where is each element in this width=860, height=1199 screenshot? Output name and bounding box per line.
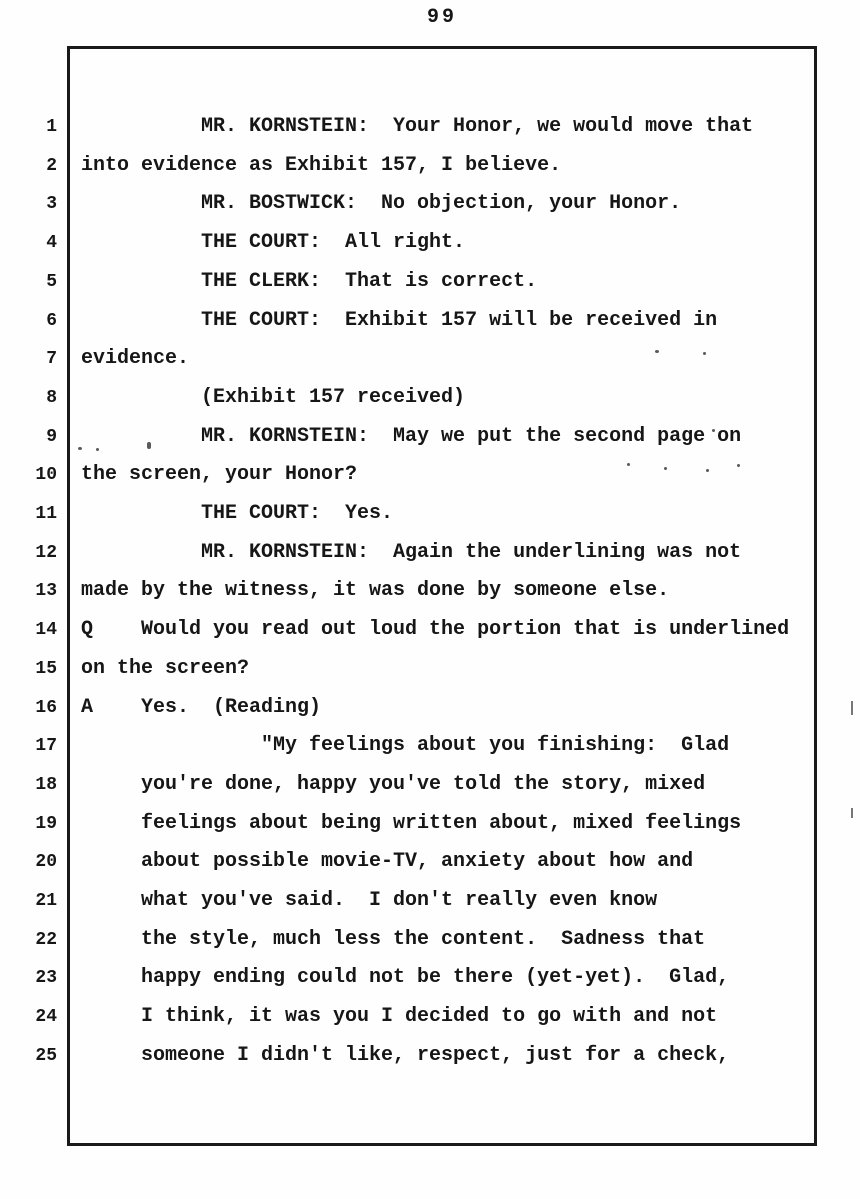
line-number: 18 — [35, 774, 57, 795]
photocopy-artifact — [703, 352, 706, 355]
photocopy-artifact — [851, 701, 853, 715]
photocopy-artifact — [664, 467, 667, 470]
line-number: 21 — [35, 891, 57, 912]
transcript-line: on the screen? — [81, 656, 250, 680]
transcript-line: the style, much less the content. Sadnes… — [81, 927, 706, 951]
transcript-line: what you've said. I don't really even kn… — [81, 889, 658, 913]
transcript-line: MR. BOSTWICK: No objection, your Honor. — [81, 192, 682, 216]
line-number: 17 — [35, 736, 57, 757]
transcript-line: (Exhibit 157 received) — [81, 385, 466, 409]
line-number: 4 — [46, 233, 57, 254]
photocopy-artifact — [851, 808, 853, 818]
photocopy-artifact — [627, 463, 630, 466]
photocopy-artifact — [78, 447, 82, 450]
transcript-line: made by the witness, it was done by some… — [81, 579, 670, 603]
photocopy-artifact — [706, 469, 709, 472]
line-number: 20 — [35, 852, 57, 873]
transcript-line: the screen, your Honor? — [81, 463, 358, 487]
transcript-line: you're done, happy you've told the story… — [81, 772, 706, 796]
line-number: 3 — [46, 194, 57, 215]
line-number: 11 — [35, 504, 57, 525]
transcript-line: MR. KORNSTEIN: May we put the second pag… — [81, 424, 742, 448]
transcript-line: MR. KORNSTEIN: Your Honor, we would move… — [81, 115, 754, 138]
transcript-line: THE COURT: Yes. — [81, 502, 394, 526]
transcript-border-box — [67, 46, 817, 1146]
line-number: 8 — [46, 387, 57, 408]
transcript-line: happy ending could not be there (yet-yet… — [81, 966, 730, 990]
line-number: 19 — [35, 813, 57, 834]
line-number: 16 — [35, 697, 57, 718]
line-number: 12 — [35, 542, 57, 563]
transcript-line: Q Would you read out loud the portion th… — [81, 618, 790, 642]
transcript-line: feelings about being written about, mixe… — [81, 811, 742, 835]
line-number: 25 — [35, 1045, 57, 1066]
line-number: 10 — [35, 465, 57, 486]
photocopy-artifact — [96, 448, 99, 451]
line-number: 13 — [35, 581, 57, 602]
photocopy-artifact — [712, 429, 715, 432]
transcript-line: someone I didn't like, respect, just for… — [81, 1043, 730, 1067]
line-number: 7 — [46, 349, 57, 370]
transcript-line: evidence. — [81, 347, 190, 371]
line-number: 6 — [46, 310, 57, 331]
line-number: 5 — [46, 271, 57, 292]
photocopy-artifact — [655, 350, 659, 353]
line-number: 22 — [35, 929, 57, 950]
transcript-line: MR. KORNSTEIN: Again the underlining was… — [81, 540, 742, 564]
line-number: 1 — [46, 117, 57, 137]
transcript-line: "My feelings about you finishing: Glad — [81, 734, 730, 758]
transcript-line: THE COURT: Exhibit 157 will be received … — [81, 308, 718, 332]
transcript-line: THE CLERK: That is correct. — [81, 269, 538, 293]
line-number: 9 — [46, 426, 57, 447]
line-number: 15 — [35, 658, 57, 679]
line-number: 14 — [35, 620, 57, 641]
photocopy-artifact — [737, 464, 740, 467]
transcript-text-column: MR. KORNSTEIN: Your Honor, we would move… — [81, 108, 811, 1076]
page-number: 99 — [426, 6, 457, 29]
line-number: 2 — [46, 155, 57, 176]
transcript-line: THE COURT: All right. — [81, 231, 466, 255]
transcript-line: about possible movie-TV, anxiety about h… — [81, 850, 694, 874]
transcript-line: I think, it was you I decided to go with… — [81, 1005, 718, 1029]
transcript-line: A Yes. (Reading) — [81, 695, 322, 719]
photocopy-artifact — [147, 442, 151, 449]
line-number: 24 — [35, 1007, 57, 1028]
transcript-line: into evidence as Exhibit 157, I believe. — [81, 153, 562, 177]
line-number: 23 — [35, 968, 57, 989]
